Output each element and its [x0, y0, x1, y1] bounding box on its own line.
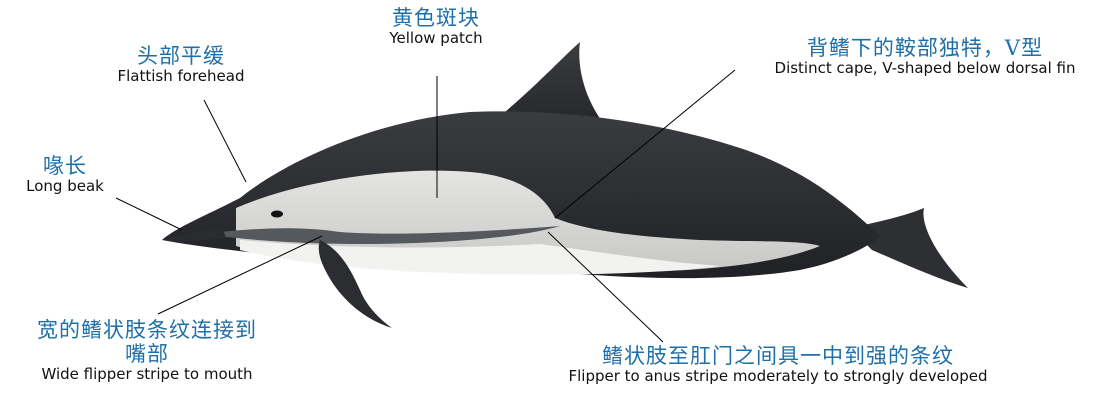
eye — [271, 210, 283, 218]
callout-beak-en: Long beak — [26, 177, 104, 196]
callout-yellow-patch-zh: 黄色斑块 — [392, 6, 480, 30]
tail-fluke — [850, 208, 968, 288]
callout-flipper-stripe-zh1: 宽的鳍状肢条纹连接到 — [37, 318, 257, 342]
leader-forehead — [203, 99, 247, 183]
callout-anus-stripe-en: Flipper to anus stripe moderately to str… — [568, 367, 988, 386]
leader-lines — [115, 69, 736, 343]
callout-forehead: 头部平缓 Flattish forehead — [96, 44, 266, 85]
callout-flipper-stripe-en: Wide flipper stripe to mouth — [41, 365, 253, 384]
callout-yellow-patch: 黄色斑块 Yellow patch — [366, 6, 506, 47]
flipper — [318, 240, 392, 328]
callout-anus-stripe: 鳍状肢至肛门之间具一中到强的条纹 Flipper to anus stripe … — [508, 344, 1048, 385]
callout-cape-en: Distinct cape, V-shaped below dorsal fin — [774, 59, 1076, 78]
callout-beak-zh: 喙长 — [43, 154, 87, 178]
flipper-stripe — [220, 226, 560, 244]
leader-anus-stripe — [547, 231, 664, 343]
callout-flipper-stripe-zh2: 嘴部 — [125, 342, 169, 367]
callout-beak: 喙长 Long beak — [14, 154, 116, 195]
leader-beak — [115, 197, 183, 231]
callout-yellow-patch-en: Yellow patch — [389, 29, 483, 48]
leader-cape — [554, 69, 736, 219]
callout-forehead-en: Flattish forehead — [117, 67, 245, 86]
callout-flipper-stripe: 宽的鳍状肢条纹连接到 嘴部 Wide flipper stripe to mou… — [6, 318, 288, 384]
leader-flipper-stripe — [157, 235, 323, 315]
callout-cape-zh: 背鳍下的鞍部独特，V型 — [806, 36, 1044, 60]
callout-cape: 背鳍下的鞍部独特，V型 Distinct cape, V-shaped belo… — [736, 36, 1114, 77]
callout-anus-stripe-zh: 鳍状肢至肛门之间具一中到强的条纹 — [602, 344, 954, 368]
beak — [162, 226, 226, 241]
belly — [240, 240, 720, 275]
callout-forehead-zh: 头部平缓 — [137, 44, 225, 68]
